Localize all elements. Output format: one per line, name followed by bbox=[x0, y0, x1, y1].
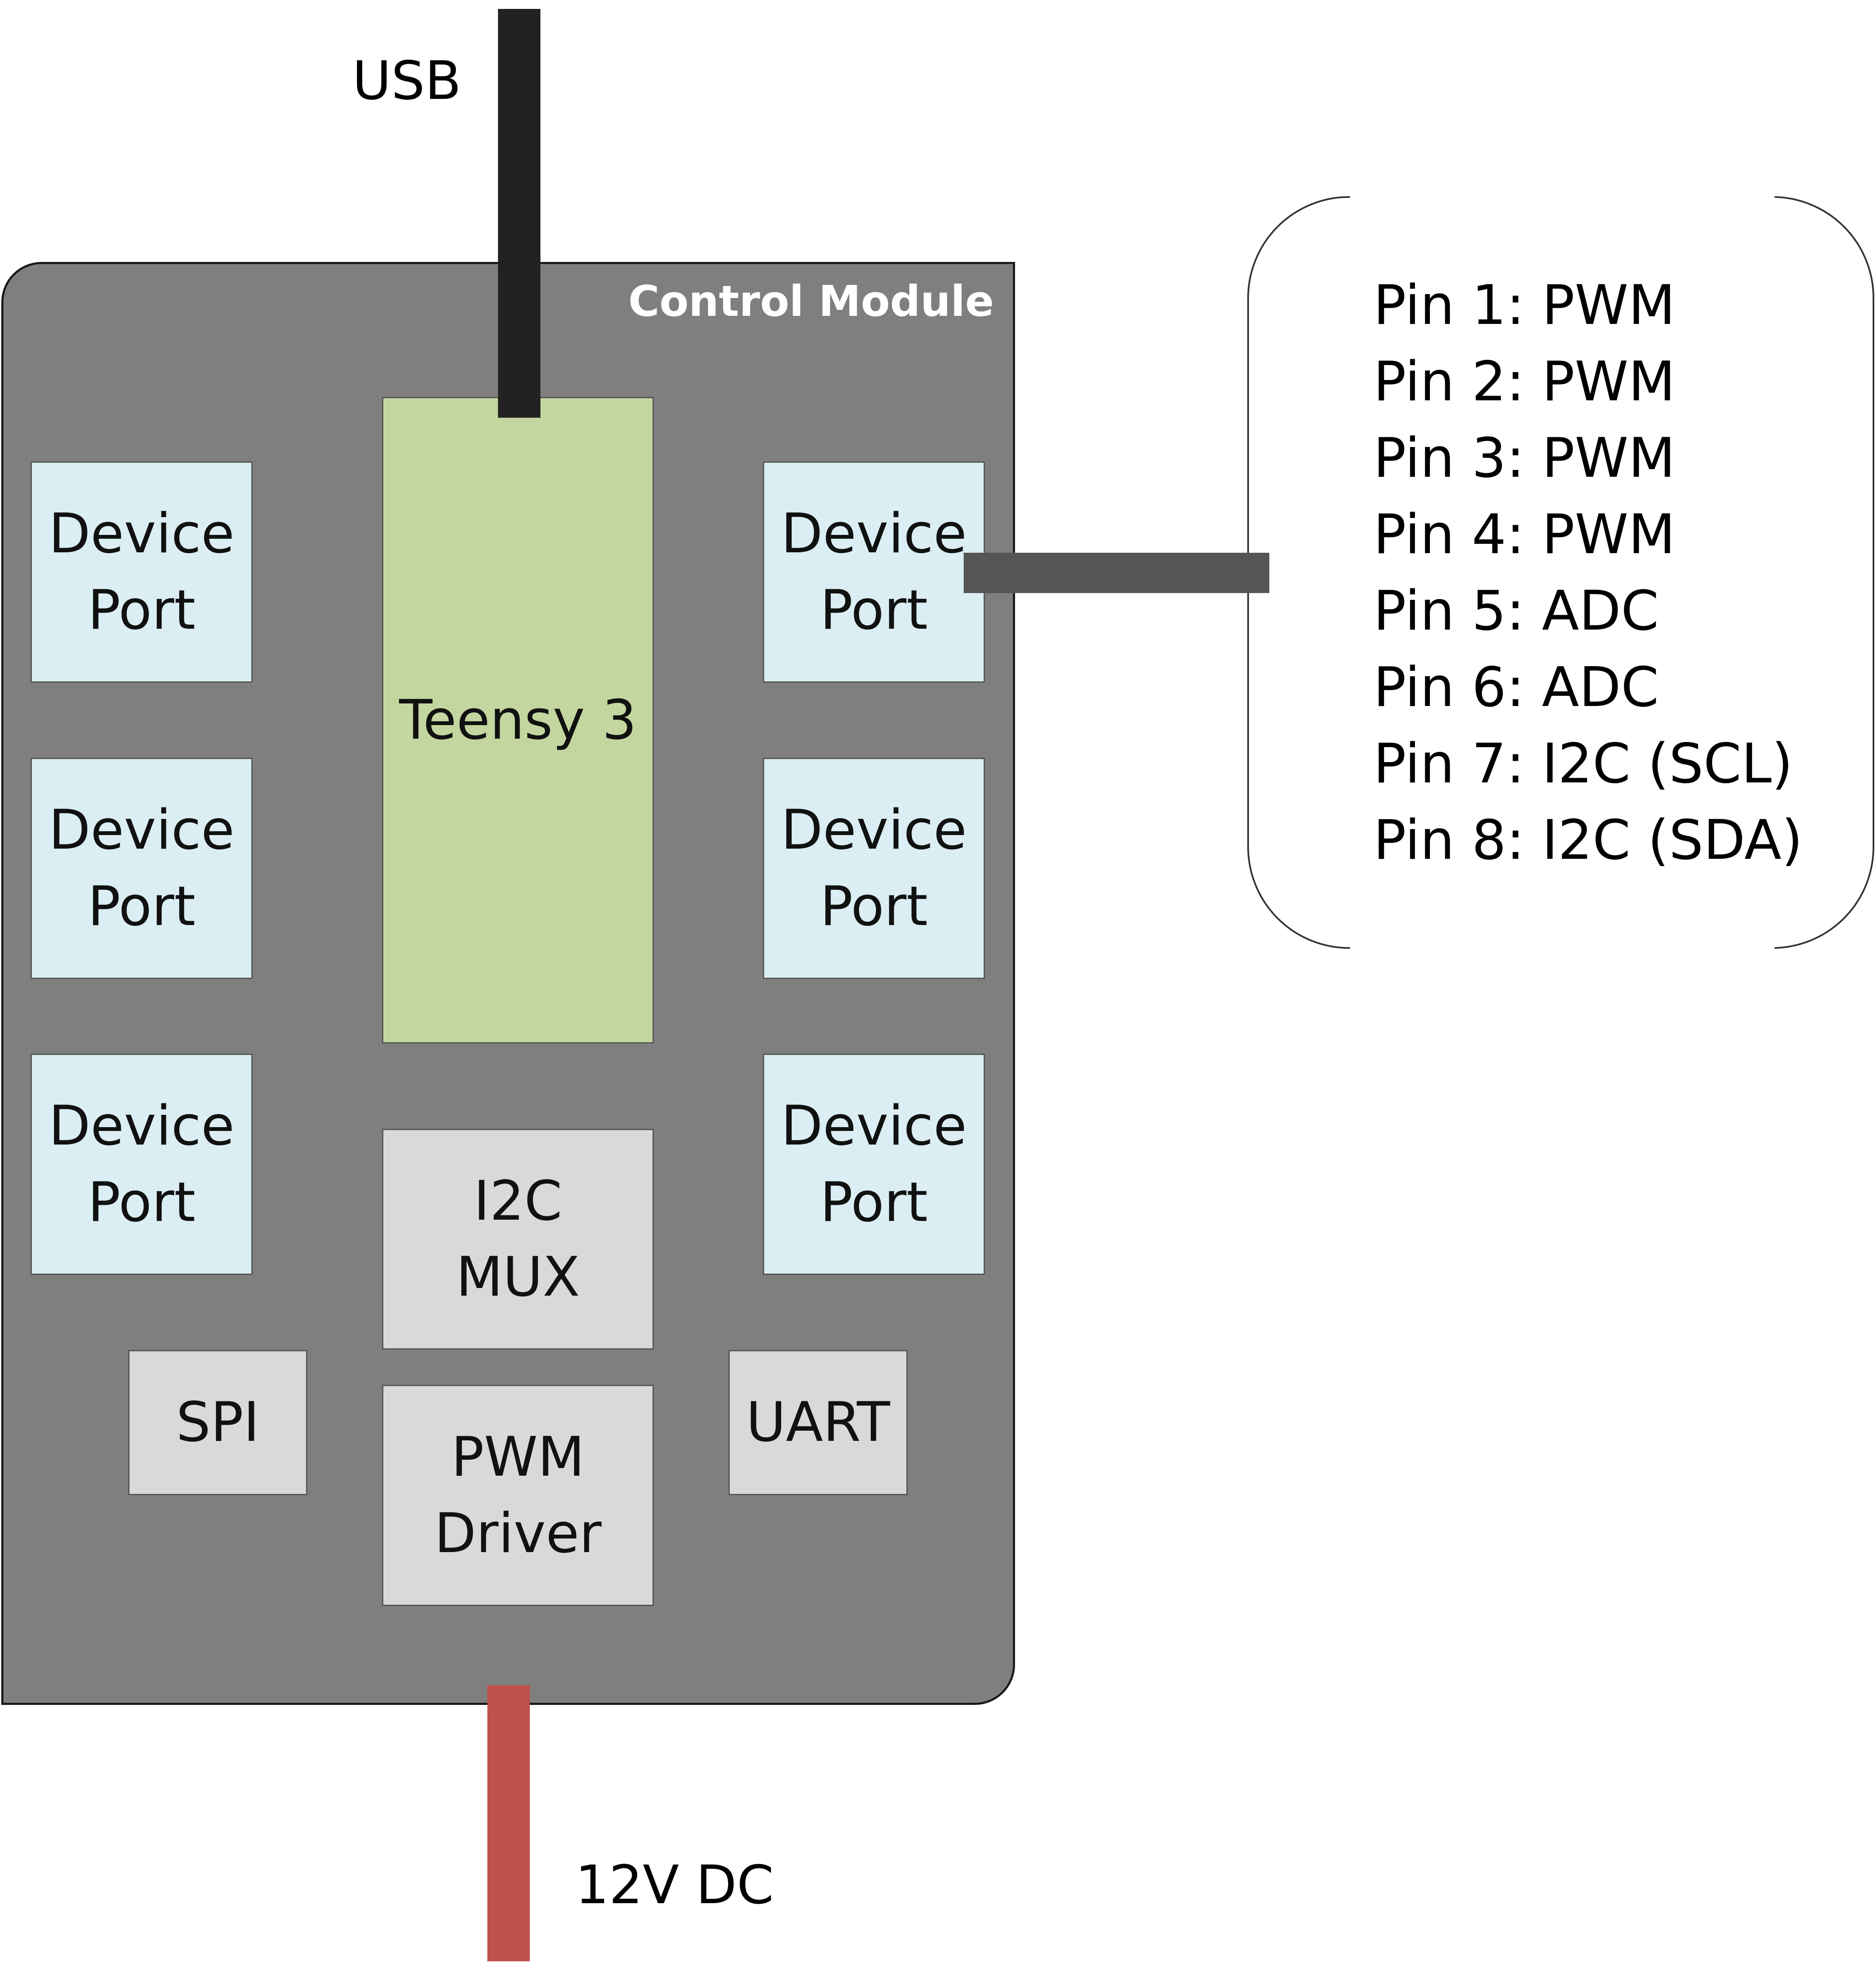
pwm-driver-label: PWM Driver bbox=[434, 1426, 602, 1565]
control-module-title: Control Module bbox=[628, 276, 994, 326]
pinout-item: Pin 4: PWM bbox=[1373, 503, 1676, 566]
uart-interface: UART bbox=[728, 1350, 908, 1495]
pinout-item: Pin 2: PWM bbox=[1373, 350, 1676, 413]
power-label: 12V DC bbox=[575, 1854, 774, 1916]
spi-interface: SPI bbox=[128, 1350, 307, 1495]
teensy-label: Teensy 3 bbox=[399, 688, 637, 752]
usb-cable bbox=[498, 9, 540, 418]
device-port-label: Device Port bbox=[48, 799, 235, 938]
device-port-left-2: Device Port bbox=[31, 758, 253, 979]
i2c-mux-label: I2C MUX bbox=[456, 1169, 580, 1309]
pinout-bracket-gap-top bbox=[1350, 187, 1775, 204]
pinout-item: Pin 7: I2C (SCL) bbox=[1373, 732, 1793, 796]
pinout-bracket-gap-bottom bbox=[1350, 942, 1775, 959]
uart-label: UART bbox=[746, 1391, 890, 1454]
device-port-right-1: Device Port bbox=[763, 461, 985, 683]
device-port-label: Device Port bbox=[781, 799, 967, 938]
device-port-left-3: Device Port bbox=[31, 1054, 253, 1275]
device-port-right-3: Device Port bbox=[763, 1054, 985, 1275]
device-port-label: Device Port bbox=[48, 502, 235, 642]
pinout-item: Pin 6: ADC bbox=[1373, 656, 1659, 719]
device-port-right-2: Device Port bbox=[763, 758, 985, 979]
pwm-driver: PWM Driver bbox=[382, 1385, 654, 1606]
pinout-item: Pin 5: ADC bbox=[1373, 579, 1659, 643]
device-port-label: Device Port bbox=[48, 1094, 235, 1234]
spi-label: SPI bbox=[176, 1391, 260, 1454]
device-port-left-1: Device Port bbox=[31, 461, 253, 683]
teensy-microcontroller: Teensy 3 bbox=[382, 397, 654, 1043]
pinout-list: Pin 1: PWM Pin 2: PWM Pin 3: PWM Pin 4: … bbox=[1373, 267, 1803, 879]
pinout-item: Pin 1: PWM bbox=[1373, 274, 1676, 337]
pinout-item: Pin 3: PWM bbox=[1373, 427, 1676, 490]
device-port-label: Device Port bbox=[781, 1094, 967, 1234]
port-pinout-connector bbox=[964, 553, 1269, 593]
usb-label: USB bbox=[352, 50, 461, 112]
i2c-mux: I2C MUX bbox=[382, 1129, 654, 1350]
power-cable bbox=[487, 1685, 530, 1961]
device-port-label: Device Port bbox=[781, 502, 967, 642]
pinout-item: Pin 8: I2C (SDA) bbox=[1373, 809, 1803, 872]
